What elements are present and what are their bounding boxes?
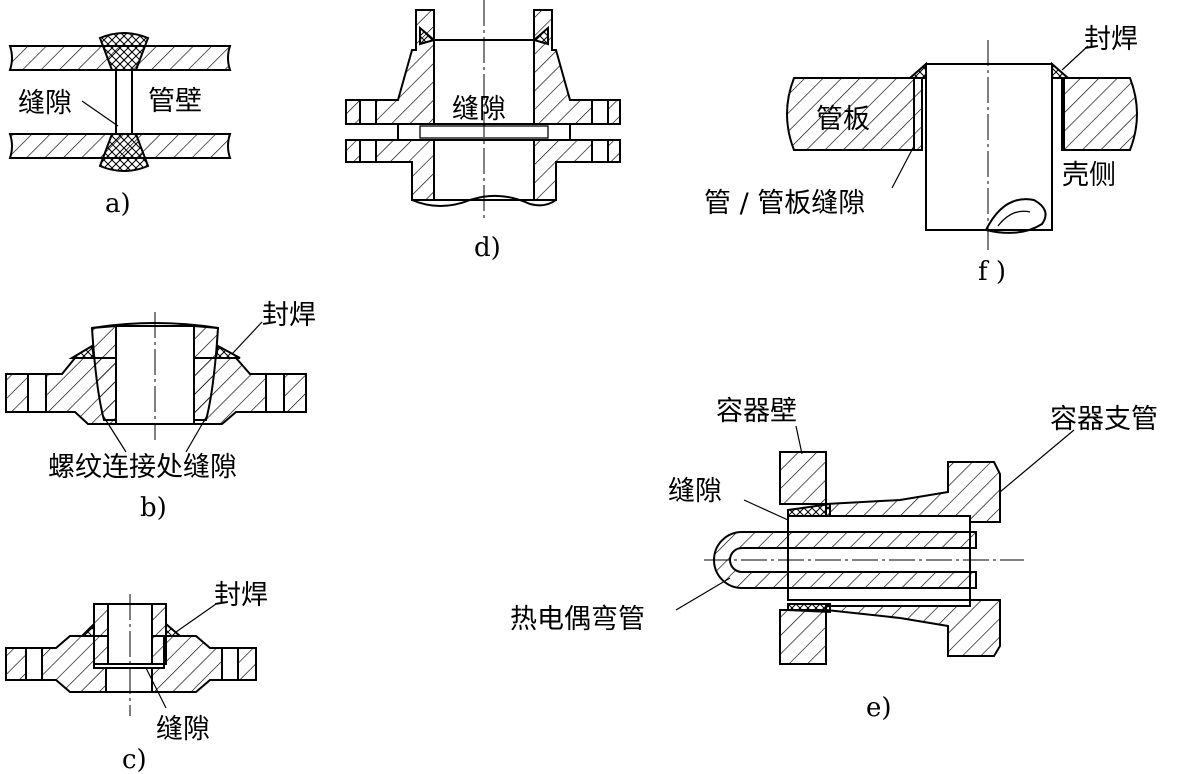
- b-seal-weld-right: [214, 344, 241, 359]
- figure-f: 封焊 管板 壳侧 管 / 管板缝隙 f ): [704, 24, 1138, 287]
- e-branch-upper: [825, 461, 1001, 523]
- d-caption: d): [474, 233, 501, 263]
- c-bolt-hole-left: [25, 647, 43, 681]
- b-pipe-left: [90, 324, 117, 421]
- f-gap-leader: [891, 145, 915, 189]
- b-bolt-hole-right: [265, 373, 285, 413]
- f-seal-leader: [1061, 45, 1089, 71]
- d-break-line: [411, 194, 557, 207]
- d-bolt-hole-right-top: [591, 99, 609, 125]
- c-caption: c): [122, 745, 147, 774]
- e-branch-label: 容器支管: [1050, 404, 1158, 435]
- c-seal-leader: [175, 603, 217, 633]
- c-seal-weld-left: [79, 621, 95, 637]
- f-seal-label: 封焊: [1084, 24, 1138, 55]
- b-caption: b): [140, 493, 167, 523]
- f-tube-break-inner: [997, 210, 1031, 227]
- d-bolt-hole-right-bottom: [591, 139, 609, 163]
- f-caption: f ): [978, 257, 1006, 287]
- e-thermocouple-tube: [713, 531, 977, 589]
- f-tubesheet-left: [786, 77, 923, 151]
- c-lower-bore: [105, 667, 153, 693]
- e-vessel-wall-upper: [779, 451, 827, 505]
- f-shell-label: 壳侧: [1062, 160, 1116, 191]
- b-pipe-right: [193, 324, 220, 421]
- e-weld-top: [787, 502, 831, 517]
- a-gap-leader: [81, 100, 119, 127]
- c-pipe-right: [151, 603, 167, 665]
- b-gap-leader-left: [101, 413, 127, 453]
- a-gap-label: 缝隙: [18, 88, 72, 119]
- e-weld-bottom: [787, 603, 831, 614]
- e-caption: e): [866, 693, 892, 723]
- e-thermocouple-label: 热电偶弯管: [510, 604, 645, 635]
- a-lower-weld: [98, 133, 150, 172]
- f-seal-weld-left: [907, 61, 927, 79]
- d-bolt-hole-left-bottom: [359, 139, 377, 163]
- d-weld-top-left: [419, 25, 437, 46]
- figure-e: 容器壁 容器支管 缝隙 热电偶弯管 e): [510, 396, 1158, 723]
- d-bolt-hole-left-top: [359, 99, 377, 125]
- d-gap-label: 缝隙: [452, 94, 506, 125]
- c-pipe-left: [93, 603, 109, 665]
- a-gap-slot: [115, 69, 133, 135]
- c-gap-leader: [145, 667, 167, 709]
- e-branch-leader: [999, 429, 1075, 493]
- b-bolt-hole-left: [27, 373, 47, 413]
- figure-b: 封焊 螺纹连接处缝隙 b): [5, 300, 316, 523]
- b-gap-leader-right: [185, 413, 209, 453]
- b-seal-label: 封焊: [262, 300, 316, 331]
- d-weld-top-right: [531, 25, 549, 46]
- c-bolt-hole-right: [221, 647, 239, 681]
- c-seal-label: 封焊: [214, 580, 268, 611]
- c-seal-weld-right: [165, 621, 183, 637]
- a-caption: a): [105, 189, 131, 219]
- b-thread-gap-label: 螺纹连接处缝隙: [48, 452, 237, 483]
- figure-d: 缝隙 d): [345, 0, 621, 263]
- f-tubesheet-label: 管板: [816, 104, 870, 135]
- b-seal-weld-left: [68, 344, 96, 359]
- a-upper-weld: [98, 32, 150, 71]
- e-gap-label: 缝隙: [668, 476, 722, 507]
- f-tube: [925, 63, 1053, 231]
- f-tube-gap-label: 管 / 管板缝隙: [704, 188, 865, 219]
- e-wall-leader: [795, 425, 803, 455]
- e-branch-lower: [825, 599, 1001, 657]
- e-vessel-wall-label: 容器壁: [716, 396, 797, 427]
- e-gap-leader: [743, 499, 789, 521]
- c-gap-label: 缝隙: [156, 714, 210, 745]
- figure-a: 缝隙 管壁 a): [8, 32, 232, 219]
- b-seal-leader: [231, 321, 263, 355]
- f-tubesheet-right: [1061, 77, 1138, 151]
- figure-c: 封焊 缝隙 c): [5, 580, 268, 774]
- a-wall-label: 管壁: [148, 86, 202, 117]
- f-tube-break: [985, 198, 1047, 234]
- e-vessel-wall-lower: [779, 609, 827, 665]
- e-thermocouple-leader: [675, 577, 731, 611]
